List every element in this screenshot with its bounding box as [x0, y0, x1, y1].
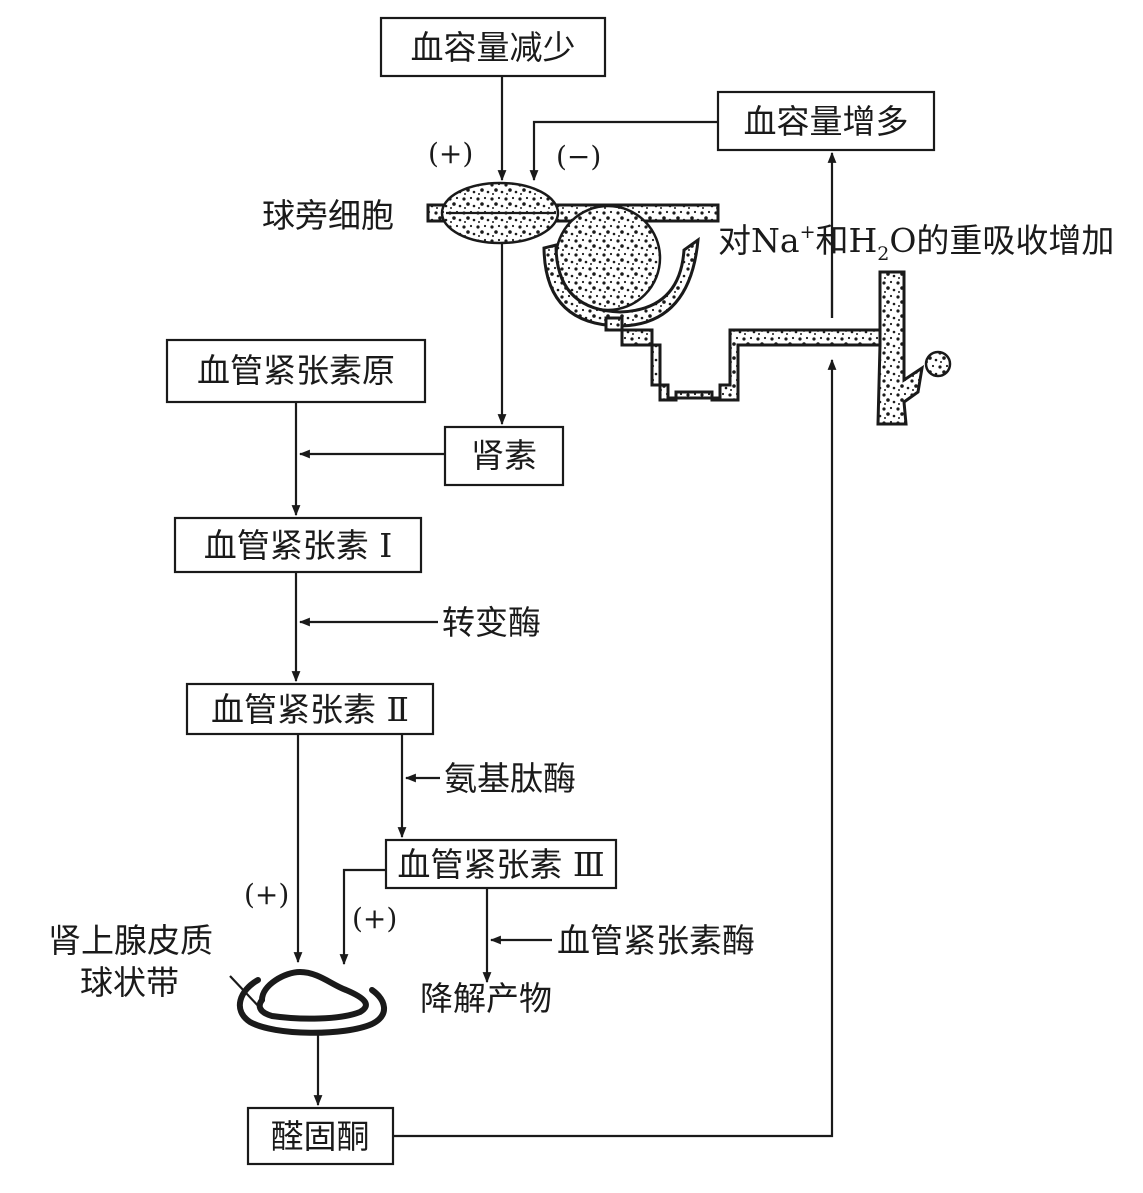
label-juxtaglomerular-cells: 球旁细胞	[262, 196, 394, 235]
box-blood-volume-decrease	[379, 16, 607, 78]
label-aminopeptidase: 氨基肽酶	[444, 759, 576, 798]
sign-plus-ang3: (+)	[352, 902, 397, 935]
label-degradation-products: 降解产物	[420, 979, 552, 1018]
adrenal-gland	[229, 968, 387, 1036]
box-blood-volume-increase	[716, 90, 936, 152]
box-angiotensin-3	[384, 838, 618, 890]
label-blood-volume-decrease: 血容量减少	[411, 28, 576, 67]
label-angiotensinase: 血管紧张素酶	[557, 921, 755, 960]
duct-branch	[924, 350, 952, 378]
label-aldosterone: 醛固酮	[271, 1117, 370, 1156]
sign-plus-top: (+)	[428, 137, 473, 170]
label-adrenal-line2: 球状带	[80, 963, 179, 1002]
collecting-duct	[876, 270, 925, 426]
label-angiotensin-2: 血管紧张素 Ⅱ	[211, 690, 409, 729]
label-reabsorption: 对Na+和H2O的重吸收增加	[718, 221, 1114, 265]
adrenal-inner	[256, 968, 369, 1022]
box-angiotensin-2	[185, 682, 435, 736]
adrenal-outer	[236, 977, 387, 1036]
renal-tubule	[604, 316, 882, 402]
box-aldosterone	[246, 1106, 395, 1166]
arrow-aldosterone-to-tubule	[393, 358, 837, 1138]
label-angiotensin-1: 血管紧张素 Ⅰ	[204, 526, 393, 565]
label-converting-enzyme: 转变酶	[442, 603, 541, 642]
label-blood-volume-increase: 血容量增多	[744, 102, 909, 141]
nephron-illustration	[426, 181, 952, 426]
arrow-increase-feedback	[529, 120, 718, 182]
bowman-capsule	[542, 236, 700, 328]
box-renin	[443, 425, 565, 487]
label-angiotensinogen: 血管紧张素原	[197, 351, 395, 390]
label-renin: 肾素	[471, 436, 537, 475]
sign-plus-ang2: (+)	[244, 878, 289, 911]
connectors	[291, 76, 837, 1138]
box-angiotensin-1	[173, 516, 423, 574]
adrenal-pointer	[229, 975, 263, 1011]
arrow-ang3-to-adrenal	[339, 868, 386, 966]
label-angiotensin-3: 血管紧张素 Ⅲ	[397, 845, 604, 884]
sign-minus-top: (−)	[556, 140, 601, 173]
label-adrenal-line1: 肾上腺皮质	[48, 921, 213, 960]
